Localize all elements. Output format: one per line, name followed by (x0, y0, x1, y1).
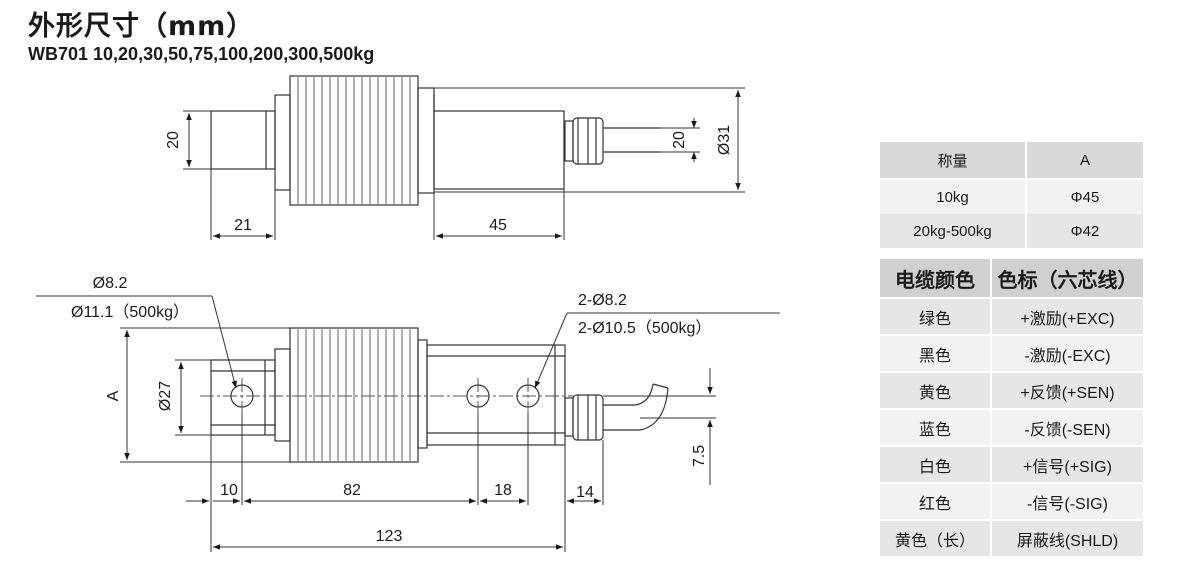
capacity-cell: Φ45 (1026, 179, 1143, 214)
dim-14: 14 (576, 484, 594, 501)
dim-10: 10 (220, 482, 238, 499)
right-hole-label-500kg: 2-Ø10.5（500kg） (578, 319, 711, 337)
wire-color: 黄色（长） (880, 520, 992, 558)
left-hole-label-500kg: Ø11.1（500kg） (71, 303, 189, 321)
front-cable (603, 383, 654, 406)
top-view (210, 75, 660, 206)
wire-color: 白色 (880, 446, 992, 484)
table-row: 10kg Φ45 (880, 179, 1143, 214)
front-bellows-ribs (297, 329, 411, 461)
wire-header-code: 色标（六芯线） (991, 259, 1143, 299)
wire-function: 屏蔽线(SHLD) (991, 520, 1143, 558)
left-hole-label: Ø8.2 (93, 275, 128, 292)
hole-leaders (36, 295, 780, 389)
dim-a: A (105, 390, 122, 401)
dim-left-length: 21 (234, 217, 252, 234)
model-subtitle: WB701 10,20,30,50,75,100,200,300,500kg (28, 44, 375, 64)
table-row: 红色-信号(-SIG) (880, 483, 1143, 521)
dim-18: 18 (494, 482, 512, 499)
top-right-flange (417, 87, 435, 194)
top-right-body (433, 110, 565, 190)
wire-color: 黑色 (880, 335, 992, 373)
wire-function: +反馈(+SEN) (991, 372, 1143, 410)
front-right-flange (417, 339, 428, 449)
capacity-header-range: 称量 (880, 142, 1027, 180)
capacity-cell: 20kg-500kg (880, 214, 1027, 248)
front-view (210, 327, 669, 463)
dim-82: 82 (343, 482, 361, 499)
wire-color-table: 电缆颜色 色标（六芯线） 绿色+激励(+EXC) 黑色-激励(-EXC) 黄色+… (880, 259, 1143, 558)
wire-function: +信号(+SIG) (991, 446, 1143, 484)
table-row: 黄色（长）屏蔽线(SHLD) (880, 520, 1143, 558)
dim-diameter-31: Ø31 (716, 125, 733, 155)
front-center-lines (200, 378, 575, 414)
capacity-table: 称量 A 10kg Φ45 20kg-500kg Φ42 (880, 142, 1143, 248)
capacity-cell: Φ42 (1026, 214, 1143, 248)
top-view-dimensions (183, 87, 745, 240)
capacity-header-a: A (1026, 142, 1143, 180)
dim-diameter-27: Ø27 (157, 381, 174, 411)
dim-right-length: 45 (489, 217, 507, 234)
capacity-cell: 10kg (880, 179, 1027, 214)
page-title: 外形尺寸（mm） (28, 11, 255, 42)
table-row: 蓝色-反馈(-SEN) (880, 409, 1143, 447)
table-row: 白色+信号(+SIG) (880, 446, 1143, 484)
table-row: 黑色-激励(-EXC) (880, 335, 1143, 373)
wire-color: 黄色 (880, 372, 992, 410)
dim-left-height: 20 (165, 131, 182, 149)
front-view-dimensions (120, 327, 716, 552)
right-hole-label: 2-Ø8.2 (578, 292, 627, 309)
wire-color: 绿色 (880, 298, 992, 336)
dim-7-5: 7.5 (691, 445, 708, 467)
table-row: 20kg-500kg Φ42 (880, 214, 1143, 248)
wire-function: +激励(+EXC) (991, 298, 1143, 336)
wire-function: -反馈(-SEN) (991, 409, 1143, 447)
front-right-body (426, 344, 566, 446)
front-left-flange (274, 348, 291, 442)
dimension-drawing: 20 20 Ø31 21 45 (36, 75, 780, 552)
wire-function: -信号(-SIG) (991, 483, 1143, 521)
wire-header-color: 电缆颜色 (880, 259, 992, 299)
top-bellows-ribs (297, 77, 411, 204)
wire-function: -激励(-EXC) (991, 335, 1143, 373)
table-row: 黄色+反馈(+SEN) (880, 372, 1143, 410)
top-left-flange (274, 94, 291, 191)
wire-color: 红色 (880, 483, 992, 521)
dim-123: 123 (376, 528, 403, 545)
wire-color: 蓝色 (880, 409, 992, 447)
table-row: 绿色+激励(+EXC) (880, 298, 1143, 336)
dim-right-height: 20 (671, 131, 688, 149)
